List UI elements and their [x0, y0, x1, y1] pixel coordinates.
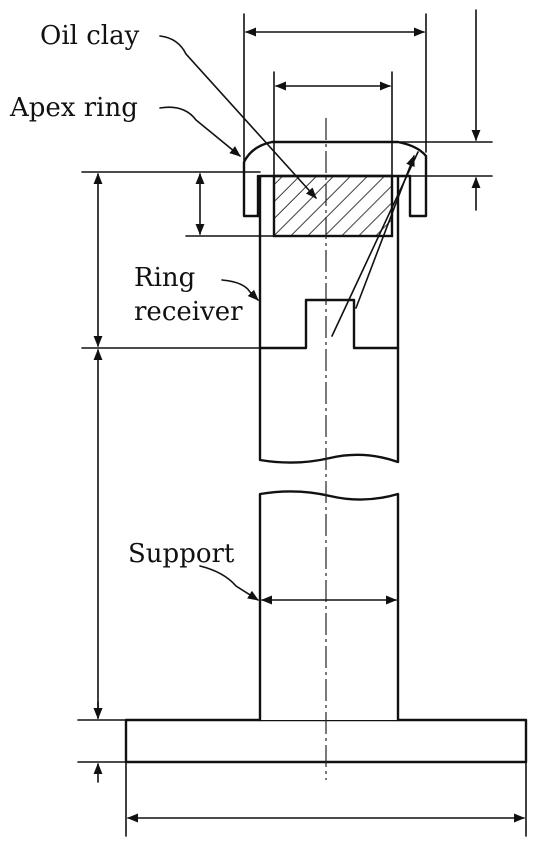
support-column: [258, 490, 400, 722]
leader-apex-ring: [159, 106, 241, 157]
oil-clay-hatch: [272, 174, 394, 238]
apex-ring: [242, 140, 428, 218]
leader-support: [199, 565, 259, 601]
label-oil-clay: Oil clay: [40, 21, 140, 51]
leader-oil-clay: [159, 35, 317, 199]
leader-ring-receiver: [221, 279, 259, 301]
label-ring-receiver-line1: Ring: [134, 263, 195, 293]
ring-receiver-body: [258, 170, 400, 464]
diagonal-line-b: [355, 154, 415, 309]
label-support: Support: [128, 539, 235, 569]
label-apex-ring: Apex ring: [9, 93, 138, 123]
label-ring-receiver-line2: receiver: [134, 297, 243, 327]
